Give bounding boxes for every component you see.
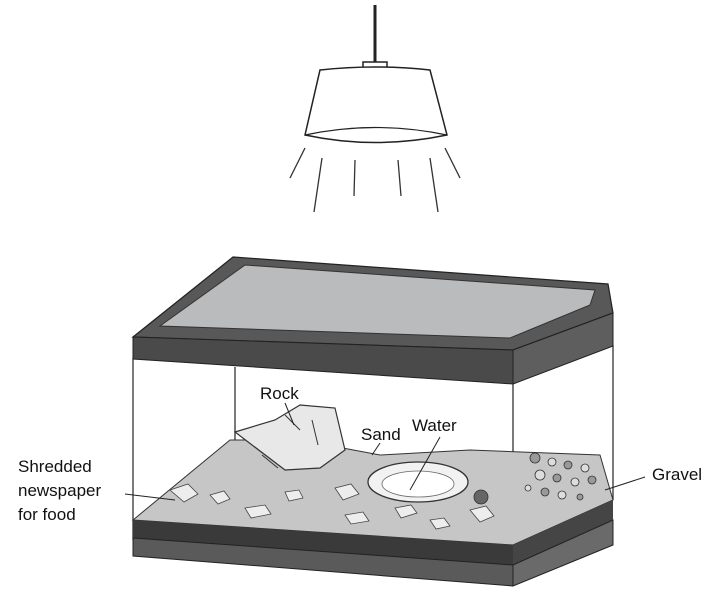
lid-side: [512, 312, 614, 385]
shredded-newspaper: [169, 483, 495, 530]
rock: [233, 404, 346, 471]
heat-lamp: [289, 5, 461, 213]
light-rays: [289, 147, 461, 213]
label-rock: Rock: [260, 384, 299, 403]
label-sand: Sand: [361, 425, 401, 444]
label-line: for food: [18, 505, 76, 524]
label-shredded-newspaper: Shredded newspaper for food: [18, 455, 101, 527]
label-water: Water: [412, 416, 457, 435]
label-gravel: Gravel: [652, 465, 703, 484]
gravel-stones: [473, 452, 597, 505]
leader-lines: [124, 402, 646, 501]
base-side: [512, 519, 614, 587]
gravel-layer-front: [133, 520, 513, 565]
gravel-layer-side: [513, 500, 613, 565]
label-line: newspaper: [18, 481, 102, 500]
label-line: Shredded: [18, 457, 92, 476]
terrarium-tank: [124, 256, 646, 587]
lid-glass: [158, 264, 596, 339]
